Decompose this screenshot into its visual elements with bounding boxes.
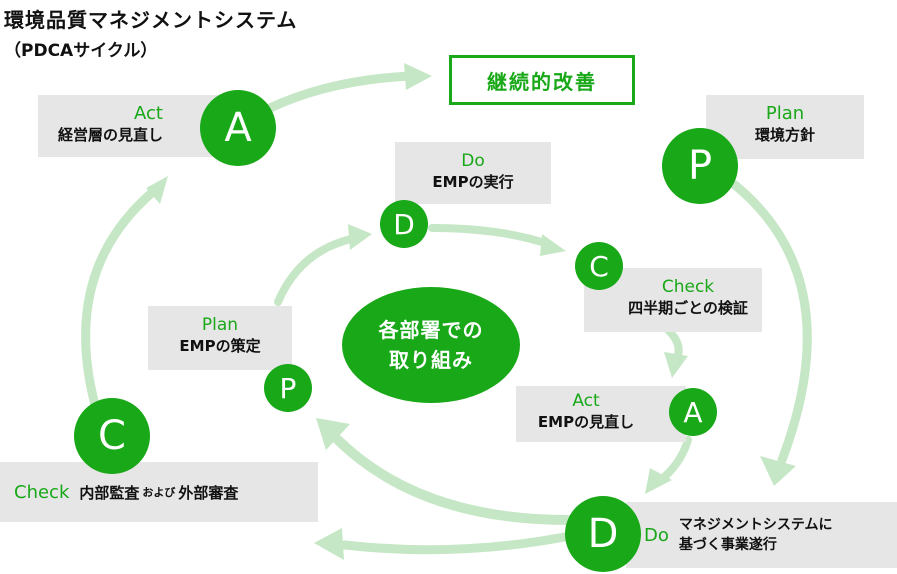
continuous-improvement-box: 継続的改善 (449, 55, 635, 105)
outer-check-box: Check 内部監査 および 外部審査 (0, 462, 318, 522)
outer-check-text-a: 内部監査 (79, 483, 140, 502)
center-text-line2: 取り組み (389, 348, 473, 372)
arrow-plan-to-do (730, 180, 812, 465)
outer-do-label: Do (644, 524, 669, 546)
arrow-do-to-bottom (340, 530, 580, 555)
arrowhead-inner-do-to-check (540, 234, 566, 256)
inner-plan-circle: P (264, 364, 312, 412)
arrow-check-to-act (81, 185, 160, 410)
outer-act-label: Act (134, 103, 163, 124)
outer-check-label: Check (14, 481, 70, 503)
outer-do-box: Do マネジメントシステムに 基づく事業遂行 (626, 502, 897, 568)
inner-do-box: Do EMPの実行 (395, 142, 551, 204)
arrow-do-to-inner-plan (333, 435, 573, 525)
arrowhead-do-to-inner-plan (316, 418, 350, 450)
diagram-subtitle: （PDCAサイクル） (4, 41, 158, 61)
arrowhead-inner-act-to-do (645, 468, 672, 494)
arrowhead-plan-to-do (760, 456, 796, 486)
inner-plan-box: Plan EMPの策定 (148, 306, 292, 370)
outer-plan-label: Plan (765, 103, 805, 124)
inner-act-box: Act EMPの見直し (516, 386, 686, 442)
inner-act-label: Act (572, 391, 600, 411)
diagram-title: 環境品質マネジメントシステム (4, 8, 298, 32)
outer-do-text-1: マネジメントシステムに (678, 517, 833, 533)
inner-act-text: EMPの見直し (537, 413, 635, 431)
arrowhead-inner-check-to-act (664, 352, 688, 378)
outer-check-text-b: 外部審査 (178, 483, 239, 502)
inner-check-text: 四半期ごとの検証 (628, 299, 748, 317)
arrow-act-to-improvement (265, 71, 415, 113)
outer-plan-text: 環境方針 (754, 126, 815, 144)
inner-act-circle: A (669, 388, 717, 436)
outer-do-circle: D (565, 496, 641, 572)
center-text-line1: 各部署での (378, 318, 484, 342)
outer-plan-box: Plan 環境方針 (706, 95, 864, 159)
arrow-inner-do-to-check (428, 224, 552, 248)
inner-do-circle: D (380, 200, 428, 248)
outer-check-circle: C (74, 398, 150, 474)
inner-do-text: EMPの実行 (432, 173, 514, 191)
inner-check-circle: C (575, 242, 623, 290)
arrowhead-do-to-bottom (314, 528, 344, 560)
outer-do-text-2: 基づく事業遂行 (678, 537, 777, 553)
arrowhead-check-to-act (146, 176, 168, 204)
arrowhead-inner-plan-to-do (348, 224, 372, 250)
center-oval: 各部署での 取り組み (342, 287, 520, 403)
outer-act-text: 経営層の見直し (58, 126, 164, 144)
outer-plan-circle: P (662, 128, 738, 204)
inner-plan-label: Plan (201, 315, 239, 335)
arrow-inner-plan-to-do (274, 234, 359, 306)
outer-act-circle: A (200, 90, 276, 166)
inner-do-label: Do (461, 151, 485, 171)
inner-plan-text: EMPの策定 (179, 337, 261, 355)
inner-check-label: Check (661, 277, 715, 297)
outer-check-text-small: および (142, 486, 176, 499)
arrowhead-improvement (404, 63, 432, 90)
